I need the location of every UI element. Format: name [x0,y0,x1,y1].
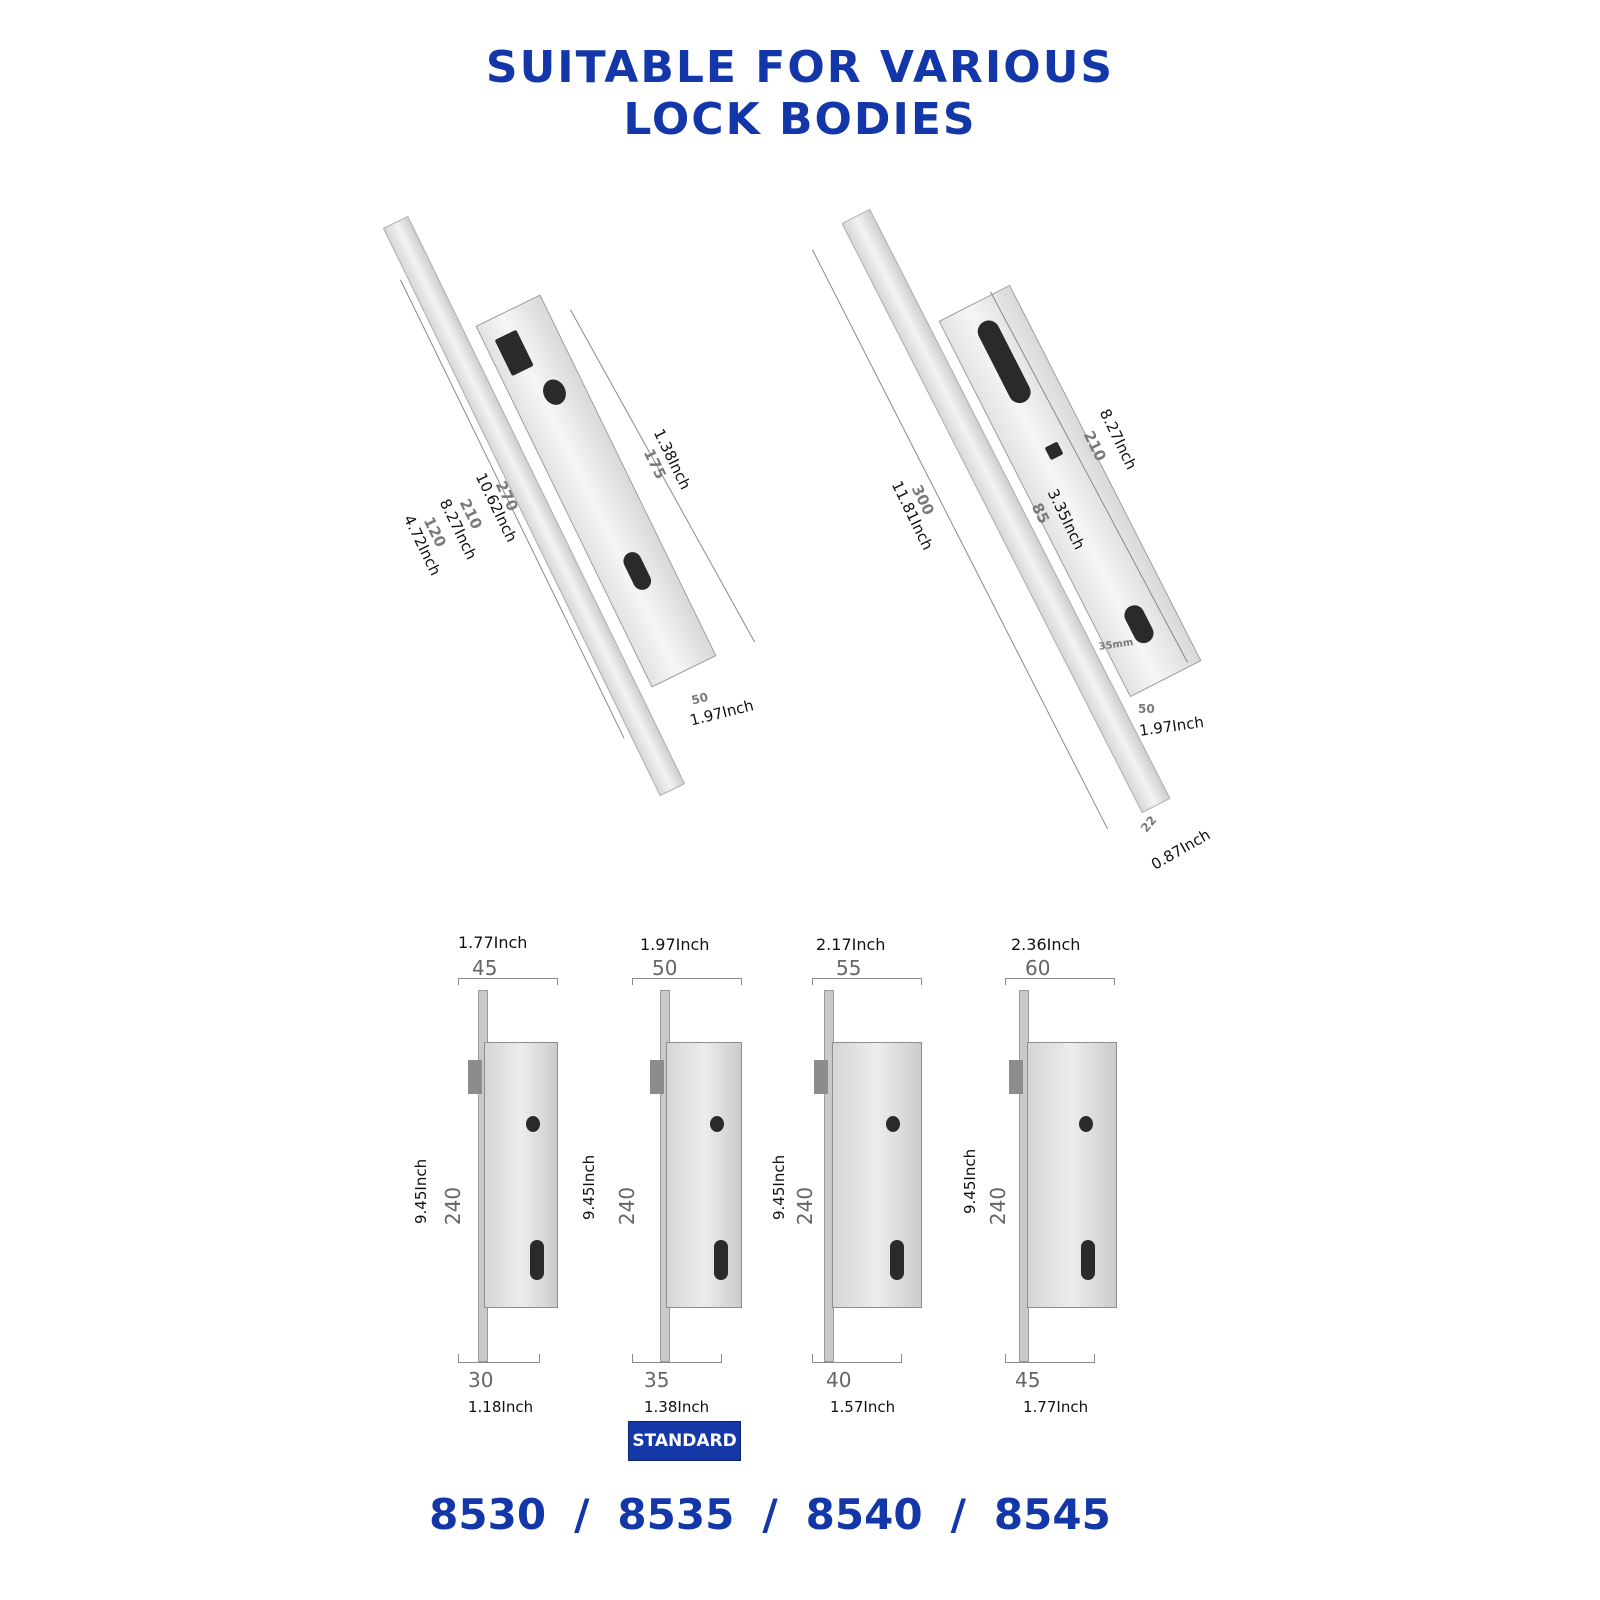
dim-line [1005,1354,1095,1363]
lock-part [666,1042,742,1308]
variant-8545: 2.36Inch 60 9.45Inch 240 45 1.77Inch [955,930,1255,1416]
height-in: 9.45Inch [412,1158,430,1224]
dim-line [1005,978,1115,985]
title-line-2: LOCK BODIES [623,94,977,145]
title-line-1: SUITABLE FOR VARIOUS [485,42,1115,93]
height-mm: 240 [441,1186,466,1226]
standard-badge: STANDARD [628,1421,741,1461]
backset-in: 1.18Inch [468,1398,534,1416]
top-width-mm: 55 [836,956,862,980]
top-width-in: 1.97Inch [640,935,710,954]
right-width-in: 1.97Inch [1138,712,1205,740]
height-in: 9.45Inch [961,1148,979,1214]
lock-hole [886,1116,900,1132]
height-mm: 240 [986,1186,1011,1226]
top-width-mm: 60 [1025,956,1051,980]
lock-hole [1079,1116,1093,1132]
backset-mm: 30 [468,1368,494,1392]
backset-in: 1.77Inch [1023,1398,1089,1416]
lock-hole [714,1240,728,1280]
lock-part [832,1042,922,1308]
lock-part [1009,1060,1023,1094]
lock-hole [973,316,1035,407]
variant-8535: 1.97Inch 50 9.45Inch 240 35 1.38Inch [578,930,878,1416]
right-plate-mm: 22 [1138,813,1160,835]
dim-line [458,1354,540,1363]
backset-mm: 35 [644,1368,670,1392]
lock-part [814,1060,828,1094]
top-width-in: 2.17Inch [816,935,886,954]
height-mm: 240 [615,1186,640,1226]
model-8545: 8545 [993,1490,1111,1539]
dim-line [458,978,558,985]
lock-hole [530,1240,544,1280]
model-8540: 8540 [805,1490,923,1539]
right-lock-drawing: 300 11.81Inch 8.27Inch 210 3.35Inch 85 3… [812,208,1214,874]
top-width-mm: 50 [652,956,678,980]
separator: / [950,1490,966,1539]
right-body-in: 8.27Inch [1095,406,1141,473]
lock-part [1027,1042,1117,1308]
model-numbers: 8530 / 8535 / 8540 / 8545 [0,1490,1540,1539]
lock-part [650,1060,664,1094]
top-width-in: 2.36Inch [1011,935,1081,954]
backset-in: 1.38Inch [644,1398,710,1416]
separator: / [762,1490,778,1539]
lock-hole [710,1116,724,1132]
dim-line [632,978,742,985]
lock-hole [1044,441,1064,461]
backset-in: 1.57Inch [830,1398,896,1416]
separator: / [574,1490,590,1539]
height-in: 9.45Inch [580,1154,598,1220]
dim-line [632,1354,722,1363]
right-width-mm: 50 [1138,702,1155,716]
dim-line [812,978,922,985]
height-mm: 240 [793,1186,818,1226]
lock-part [468,1060,482,1094]
lock-part [484,1042,558,1308]
height-in: 9.45Inch [770,1154,788,1220]
lock-hole [890,1240,904,1280]
right-plate-in: 0.87Inch [1148,825,1214,874]
top-width-in: 1.77Inch [458,933,528,952]
lock-hole [1081,1240,1095,1280]
variant-8530: 1.77Inch 45 9.45Inch 240 30 1.18Inch [408,930,708,1416]
variant-8540: 2.17Inch 55 9.45Inch 240 40 1.57Inch [762,930,1062,1416]
dim-line [812,1354,902,1363]
backset-mm: 45 [1015,1368,1041,1392]
backset-mm: 40 [826,1368,852,1392]
model-8530: 8530 [429,1490,547,1539]
model-8535: 8535 [617,1490,735,1539]
top-width-mm: 45 [472,956,498,980]
lock-hole [526,1116,540,1132]
